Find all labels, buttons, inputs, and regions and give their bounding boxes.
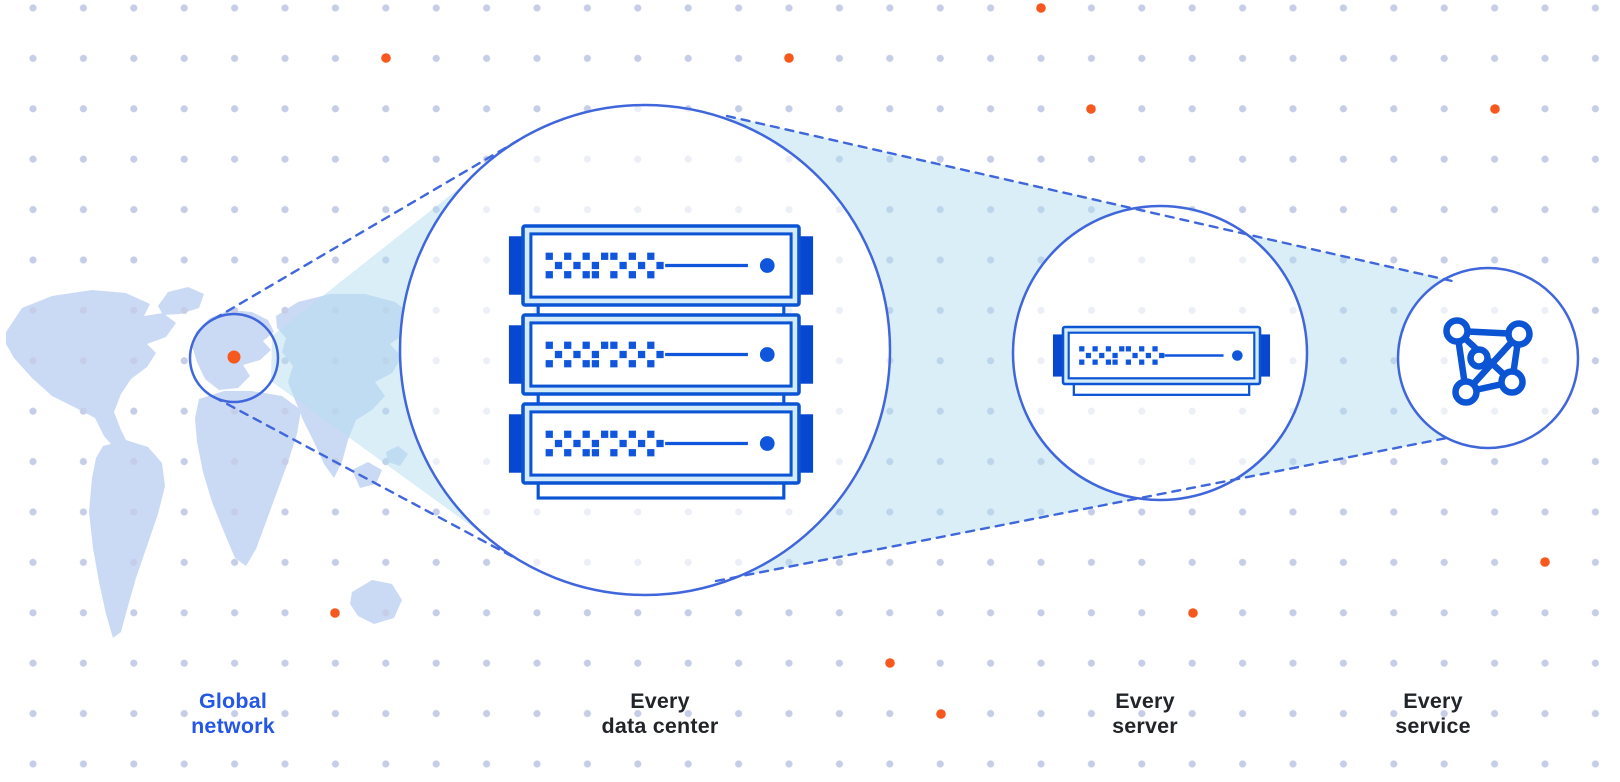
mesh-node [1505, 320, 1533, 348]
map-marker-dot [227, 350, 241, 364]
vent-dots [1079, 346, 1165, 365]
orange-dot [1036, 3, 1046, 13]
global-network-circle [188, 312, 280, 404]
label-every-service: Every service [1395, 689, 1471, 738]
rack-ear [508, 325, 525, 384]
orange-dot [330, 608, 340, 618]
orange-dot [936, 709, 946, 719]
rack-ear [508, 414, 525, 473]
orange-dot [1540, 557, 1550, 567]
mesh-network-icon [1443, 317, 1533, 406]
orange-dot [1188, 608, 1198, 618]
led-light [1232, 350, 1243, 361]
vent-dots [545, 430, 664, 457]
data-center-rack [508, 224, 814, 500]
mesh-node [1452, 378, 1480, 406]
orange-dot [885, 658, 895, 668]
server-circle [1011, 204, 1309, 502]
led-light [759, 258, 775, 273]
zoom-dash-line [725, 114, 1454, 283]
rack-ear [797, 236, 814, 295]
orange-dot [1086, 104, 1096, 114]
rack-ear [1052, 334, 1065, 377]
zoom-dash-lines [212, 114, 1454, 583]
zoom-dash-line [212, 395, 519, 561]
orange-dot [784, 53, 794, 63]
label-every-server: Every server [1112, 689, 1178, 738]
rack-ear [508, 236, 525, 295]
label-every-data-center: Every data center [601, 689, 719, 738]
rack-ear [797, 325, 814, 384]
label-global-network: Global network [191, 689, 275, 738]
single-server [1052, 325, 1271, 396]
zoom-dash-line [714, 435, 1454, 583]
rack-ear [1258, 334, 1271, 377]
vent-dots [545, 341, 664, 368]
orange-dot [381, 53, 391, 63]
service-circle [1396, 266, 1580, 450]
zoom-dash-line [212, 135, 526, 321]
mesh-node [1443, 317, 1471, 345]
mesh-node [1498, 368, 1526, 396]
mesh-node [1467, 346, 1491, 370]
vent-dots [545, 252, 664, 279]
rack-ear [797, 414, 814, 473]
led-light [759, 347, 775, 362]
led-light [759, 436, 775, 451]
orange-dot [1490, 104, 1500, 114]
data-center-circle [398, 103, 892, 597]
orange-accent-dots [330, 3, 1550, 719]
